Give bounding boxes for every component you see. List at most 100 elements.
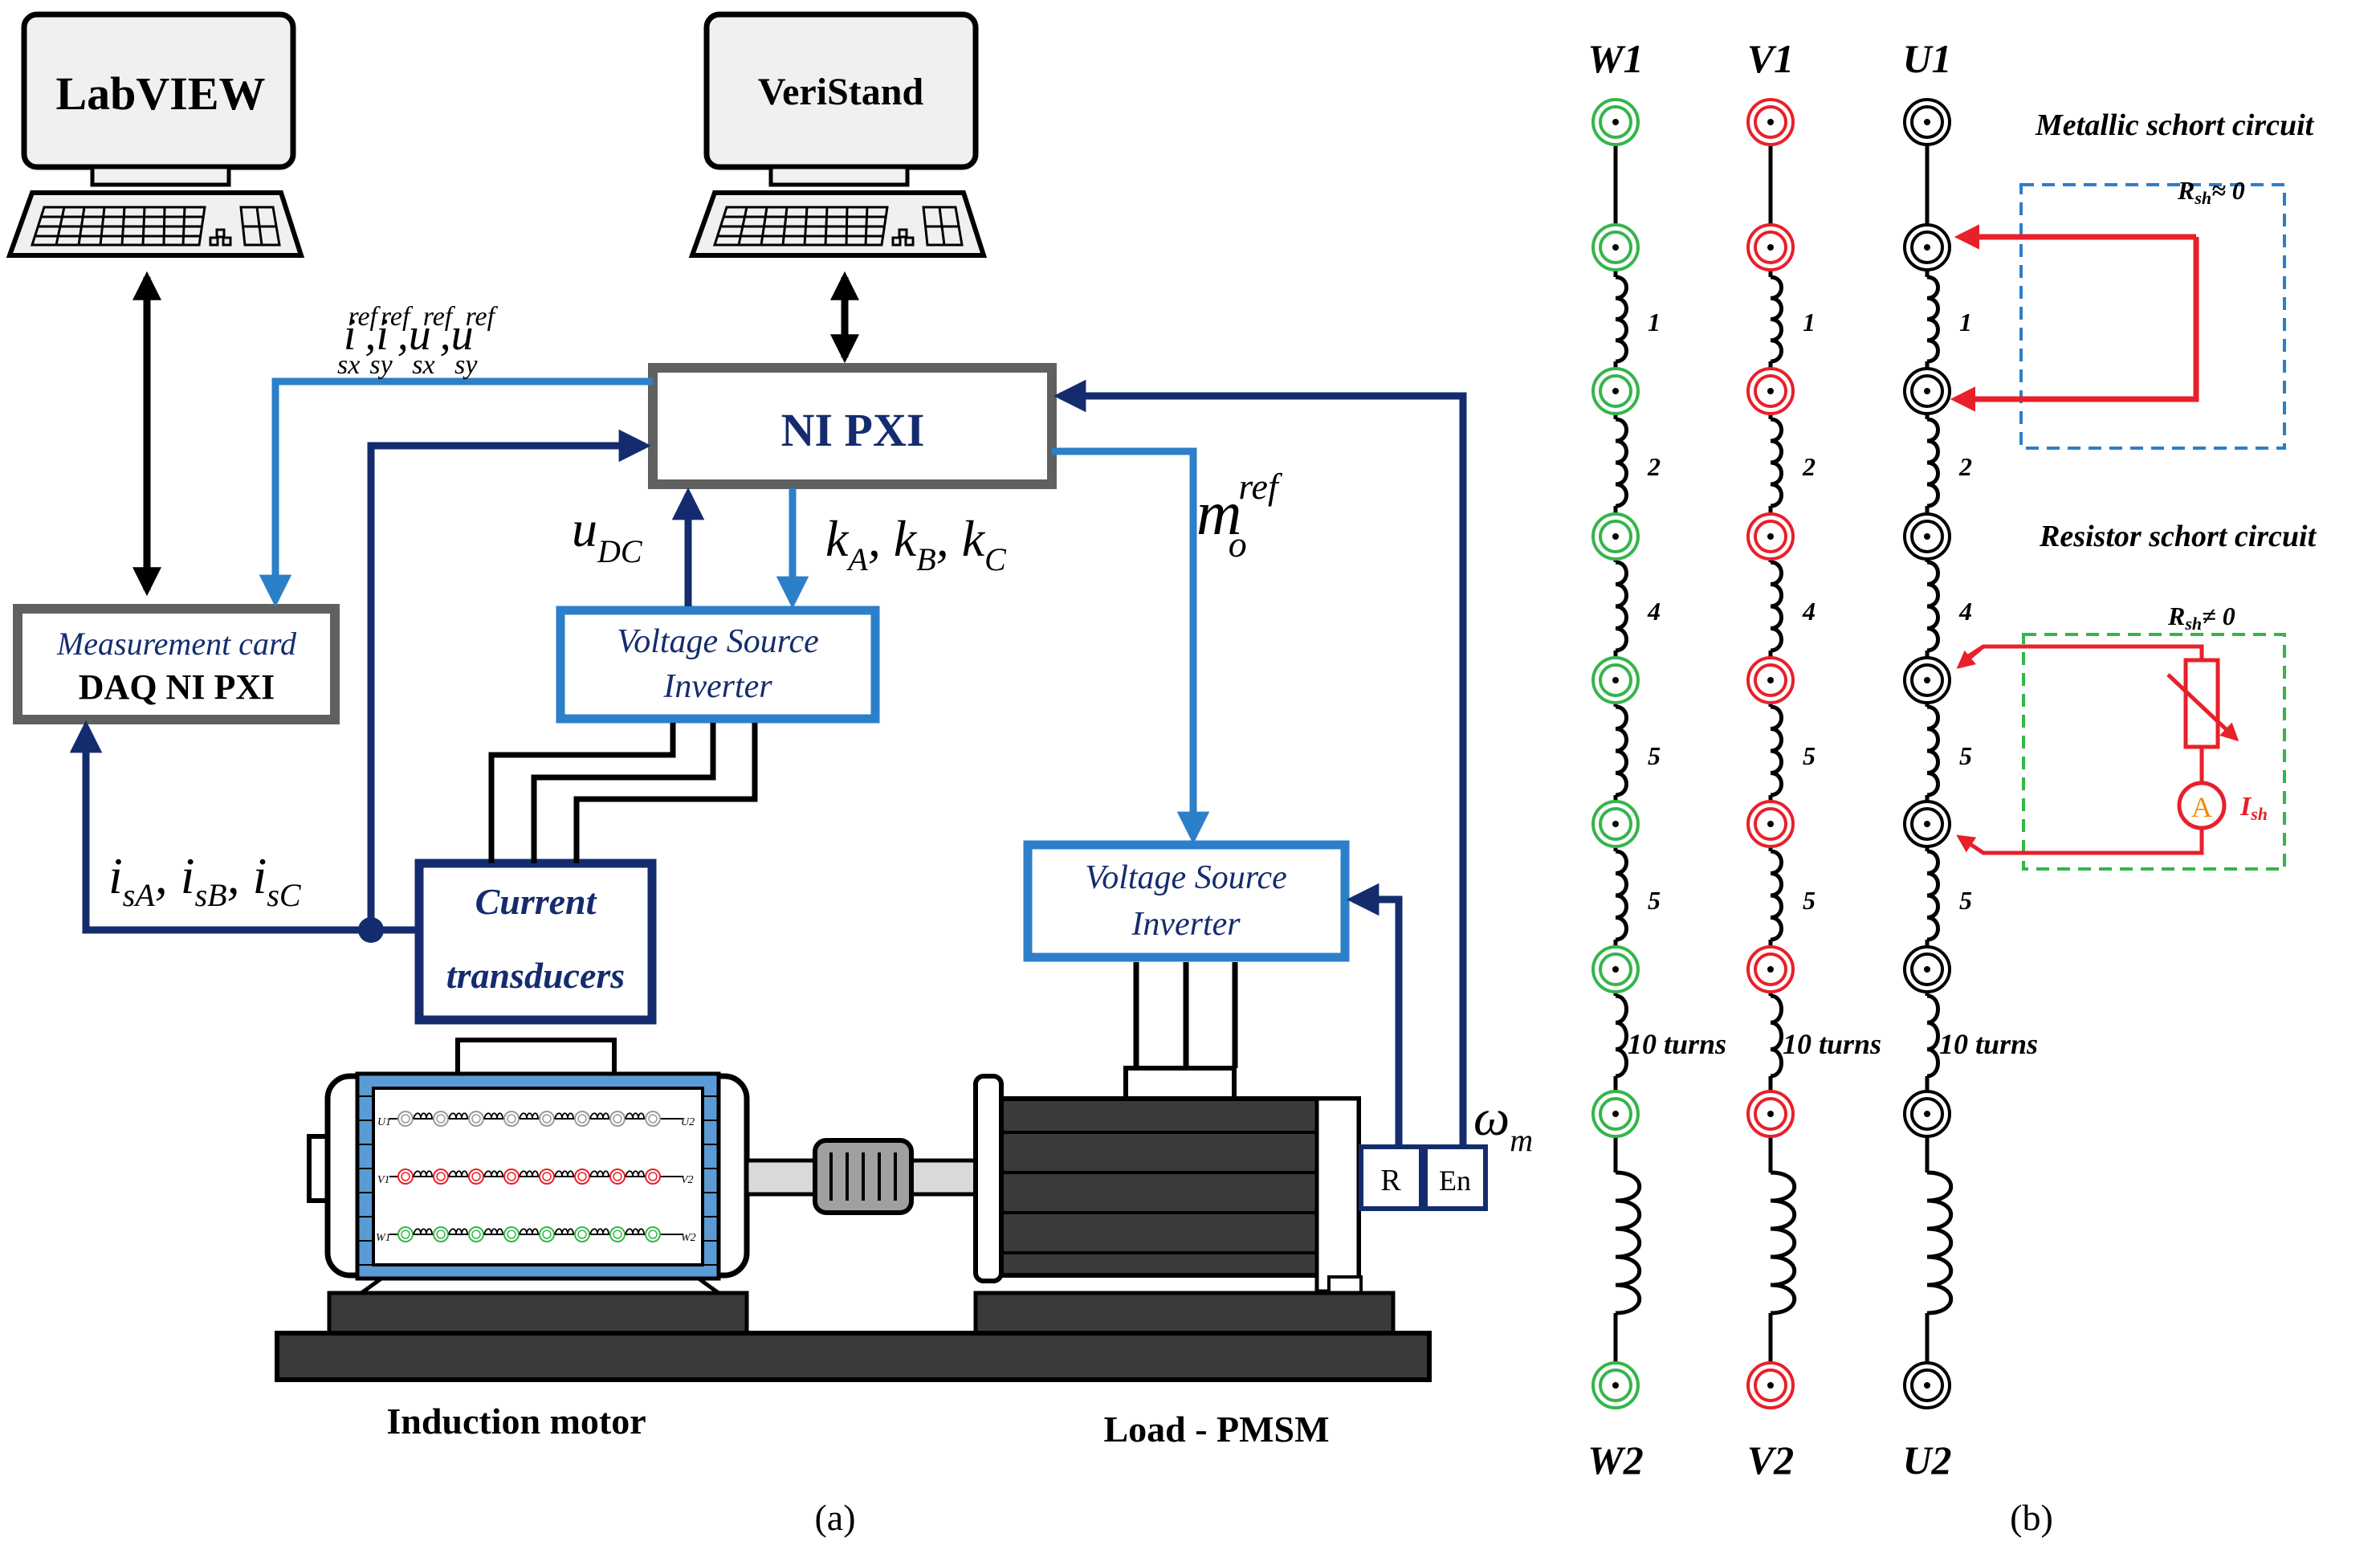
mini-terminal: [645, 1226, 661, 1242]
coil-icon: [1770, 275, 1783, 364]
terminal-inner: [1910, 230, 1944, 264]
mini-terminal: [574, 1226, 590, 1242]
load-pmsm-label: Load - PMSM: [1103, 1409, 1329, 1450]
coil-bg: [1604, 996, 1627, 1076]
mini-terminal-inner: [613, 1114, 622, 1124]
turn-label: 5: [1803, 741, 1816, 770]
coil-icon: [1926, 417, 1940, 508]
daq-line1: Measurement card: [56, 626, 297, 662]
mini-terminal-inner: [401, 1230, 410, 1239]
coil-icon: [1770, 849, 1783, 942]
metallic-dashed-box: [2019, 183, 2286, 450]
coil-bg: [1750, 1173, 1791, 1313]
mini-terminal: [574, 1111, 590, 1127]
coil-bg: [1759, 996, 1782, 1076]
vsi-top-line2: Inverter: [662, 668, 772, 705]
coil-icon: [1615, 704, 1628, 797]
resistor-circuit: A: [1956, 644, 2239, 855]
ni-pxi-label: NI PXI: [781, 404, 925, 456]
coil-icon: [1770, 417, 1783, 508]
terminal-inner: [1910, 520, 1944, 553]
mini-terminal-inner: [648, 1230, 658, 1239]
coil-icon: [1615, 560, 1628, 653]
terminal-inner: [1910, 952, 1944, 986]
mini-w2: W2: [681, 1232, 696, 1244]
coil-bg: [1595, 1173, 1636, 1313]
terminal-dot: [1924, 1111, 1930, 1117]
mini-v1: V1: [377, 1174, 390, 1186]
mini-terminal-inner: [577, 1230, 587, 1239]
coil-bg: [1916, 996, 1938, 1076]
terminal-dot: [1767, 966, 1774, 973]
coil-icon: [1615, 849, 1628, 942]
mini-terminal: [609, 1169, 626, 1185]
terminal-dot: [1924, 821, 1930, 827]
mini-coil: [589, 1170, 609, 1177]
mini-coil: [554, 1170, 574, 1177]
mini-coil: [483, 1112, 503, 1120]
mini-terminal: [539, 1169, 555, 1185]
coil-icon: [1770, 704, 1783, 797]
ammeter-label: A: [2191, 791, 2212, 823]
coil-icon: [1770, 1170, 1796, 1315]
junction-dot: [358, 917, 384, 943]
phase-bottom-label: W2: [1587, 1438, 1643, 1483]
mini-w1: W1: [376, 1232, 391, 1244]
turn-label: 5: [1959, 741, 1972, 770]
turn-label: 1: [1648, 308, 1661, 336]
turn-label: 5: [1959, 886, 1972, 915]
mini-u1: U1: [377, 1116, 391, 1128]
terminal-inner: [1754, 105, 1787, 139]
mini-terminal-inner: [577, 1114, 587, 1124]
mini-coil: [483, 1170, 503, 1177]
mini-terminal: [609, 1226, 626, 1242]
phase-top-label: U1: [1902, 36, 1951, 81]
mini-terminal-inner: [507, 1172, 516, 1181]
mini-terminal: [433, 1169, 449, 1185]
power-cables: [488, 723, 1238, 1068]
mini-terminal-inner: [471, 1172, 481, 1181]
terminal-dot: [1924, 244, 1930, 251]
terminal-inner: [1754, 807, 1787, 841]
mini-terminal: [468, 1226, 484, 1242]
mini-terminal: [397, 1226, 414, 1242]
terminal-inner: [1599, 105, 1632, 139]
terminal-dot: [1767, 677, 1774, 683]
vsi-top-line1: Voltage Source: [617, 623, 819, 660]
turn-label: 2: [1958, 452, 1972, 481]
mini-terminal: [645, 1111, 661, 1127]
terminal-inner: [1910, 105, 1944, 139]
terminal-inner: [1599, 663, 1632, 697]
resolver-label: R: [1380, 1164, 1401, 1197]
mini-terminal: [468, 1169, 484, 1185]
mini-terminal-inner: [648, 1114, 658, 1124]
mini-coil: [589, 1228, 609, 1235]
ni-pxi-box: [648, 363, 1057, 489]
coil-icon: [1926, 993, 1940, 1079]
omega-label: ωm: [1473, 1089, 1533, 1158]
mini-terminal: [433, 1111, 449, 1127]
terminal-dot: [1924, 533, 1930, 540]
terminal-dot: [1612, 244, 1619, 251]
mini-terminal: [609, 1111, 626, 1127]
metallic-title: Metallic schort circuit: [2035, 108, 2315, 142]
mini-u2: U2: [681, 1116, 695, 1128]
terminal-inner: [1599, 520, 1632, 553]
labview-computer: LabVIEW: [6, 11, 305, 258]
turn-label: 1: [1803, 308, 1816, 336]
turn-label: 5: [1803, 886, 1816, 915]
mini-terminal: [503, 1111, 520, 1127]
terminal-dot: [1612, 966, 1619, 973]
terminal-dot: [1612, 1111, 1619, 1117]
mini-terminal-inner: [577, 1172, 587, 1181]
mini-coil: [519, 1112, 539, 1120]
turn-label: 4: [1958, 597, 1972, 626]
caption-a: (a): [814, 1497, 855, 1538]
phase-bottom-label: U2: [1902, 1438, 1951, 1483]
terminal-dot: [1924, 388, 1930, 394]
